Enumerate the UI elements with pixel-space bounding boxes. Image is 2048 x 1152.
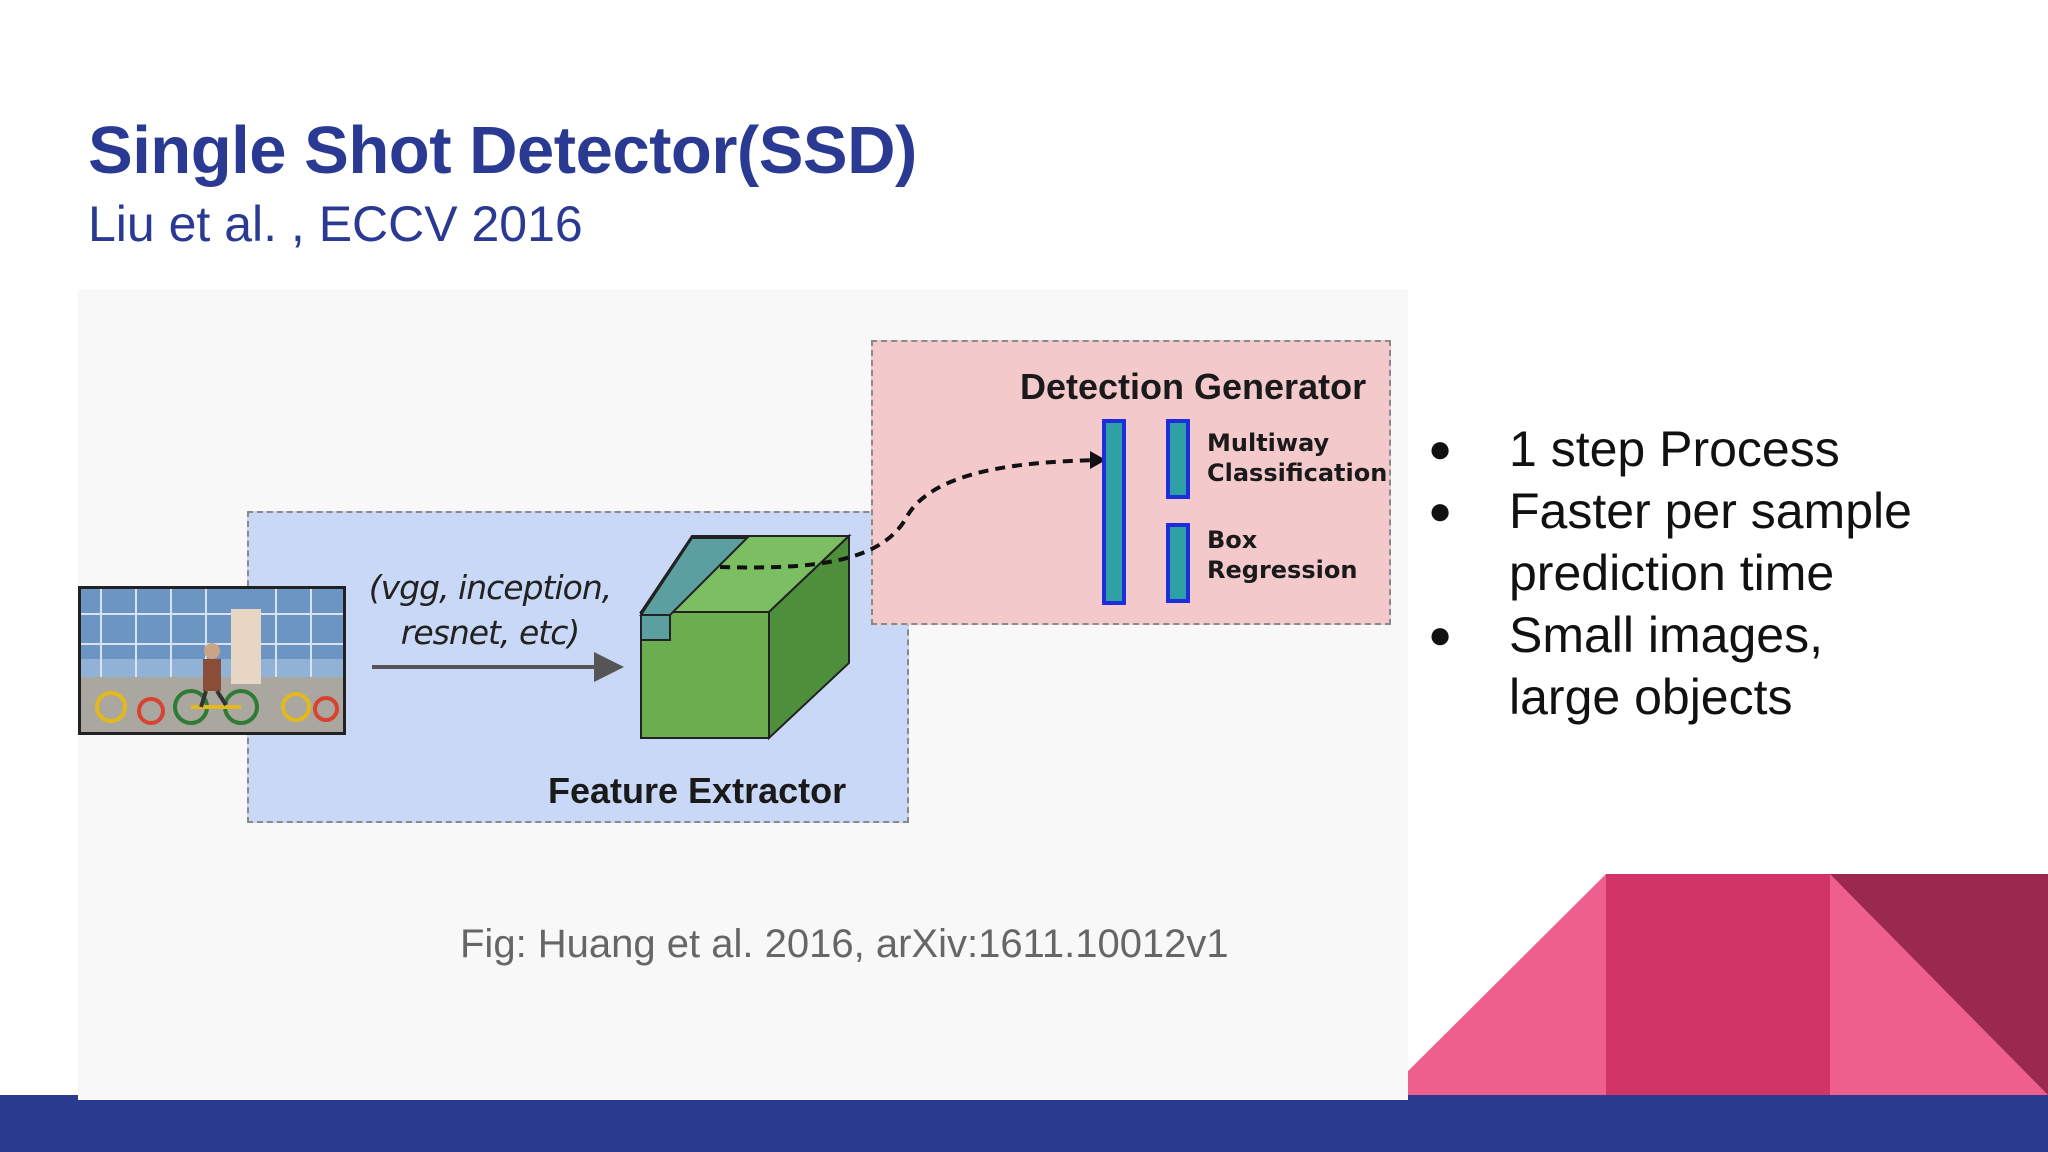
backbone-label: (vgg, inception, resnet, etc) [345,565,635,655]
bullet-list: ● 1 step Process ● Faster per sample pre… [1425,418,2025,728]
bullet-item: ● 1 step Process [1425,418,2025,480]
deco-triangle-left [1384,874,1606,1095]
bullet-marker: ● [1428,613,1453,657]
backbone-line-2: resnet, etc) [400,613,580,652]
slide-title: Single Shot Detector(SSD) [88,113,917,188]
box-line-1: Box [1207,526,1258,554]
curve-arrow-head [1090,451,1106,469]
bullet-item: ● Small images, large objects [1425,604,2025,728]
footer-bar [0,1095,2048,1152]
bullet-line: Faster per sample [1509,483,1912,539]
head-bar-classification [1166,419,1190,499]
bullet-marker: ● [1428,489,1453,533]
bullet-marker: ● [1428,427,1453,471]
slide-subtitle: Liu et al. , ECCV 2016 [88,196,583,252]
input-photo [78,586,346,735]
deco-rect-middle [1606,874,1830,1095]
bullet-line: Small images, [1509,607,1823,663]
detection-generator-label: Detection Generator [1020,366,1367,407]
detection-generator-box [871,340,1391,625]
head-bar-regression [1166,523,1190,603]
bullet-line: large objects [1509,669,1793,725]
multiway-line-1: Multiway [1207,429,1330,457]
backbone-line-1: (vgg, inception, [368,568,612,607]
head-bar-main [1102,419,1126,605]
flow-arrow-head [594,652,624,682]
multiway-classification-label: Multiway Classification [1207,428,1387,488]
bullet-item: ● Faster per sample prediction time [1425,480,2025,604]
deco-triangle-right [1830,874,2048,1095]
bullet-line: 1 step Process [1509,421,1840,477]
box-regression-label: Box Regression [1207,525,1357,585]
cube-window-front [640,614,671,641]
bullet-line: prediction time [1509,545,1835,601]
multiway-line-2: Classification [1207,459,1388,487]
box-line-2: Regression [1207,556,1358,584]
feature-extractor-label: Feature Extractor [548,770,847,811]
figure-caption: Fig: Huang et al. 2016, arXiv:1611.10012… [460,922,1229,966]
